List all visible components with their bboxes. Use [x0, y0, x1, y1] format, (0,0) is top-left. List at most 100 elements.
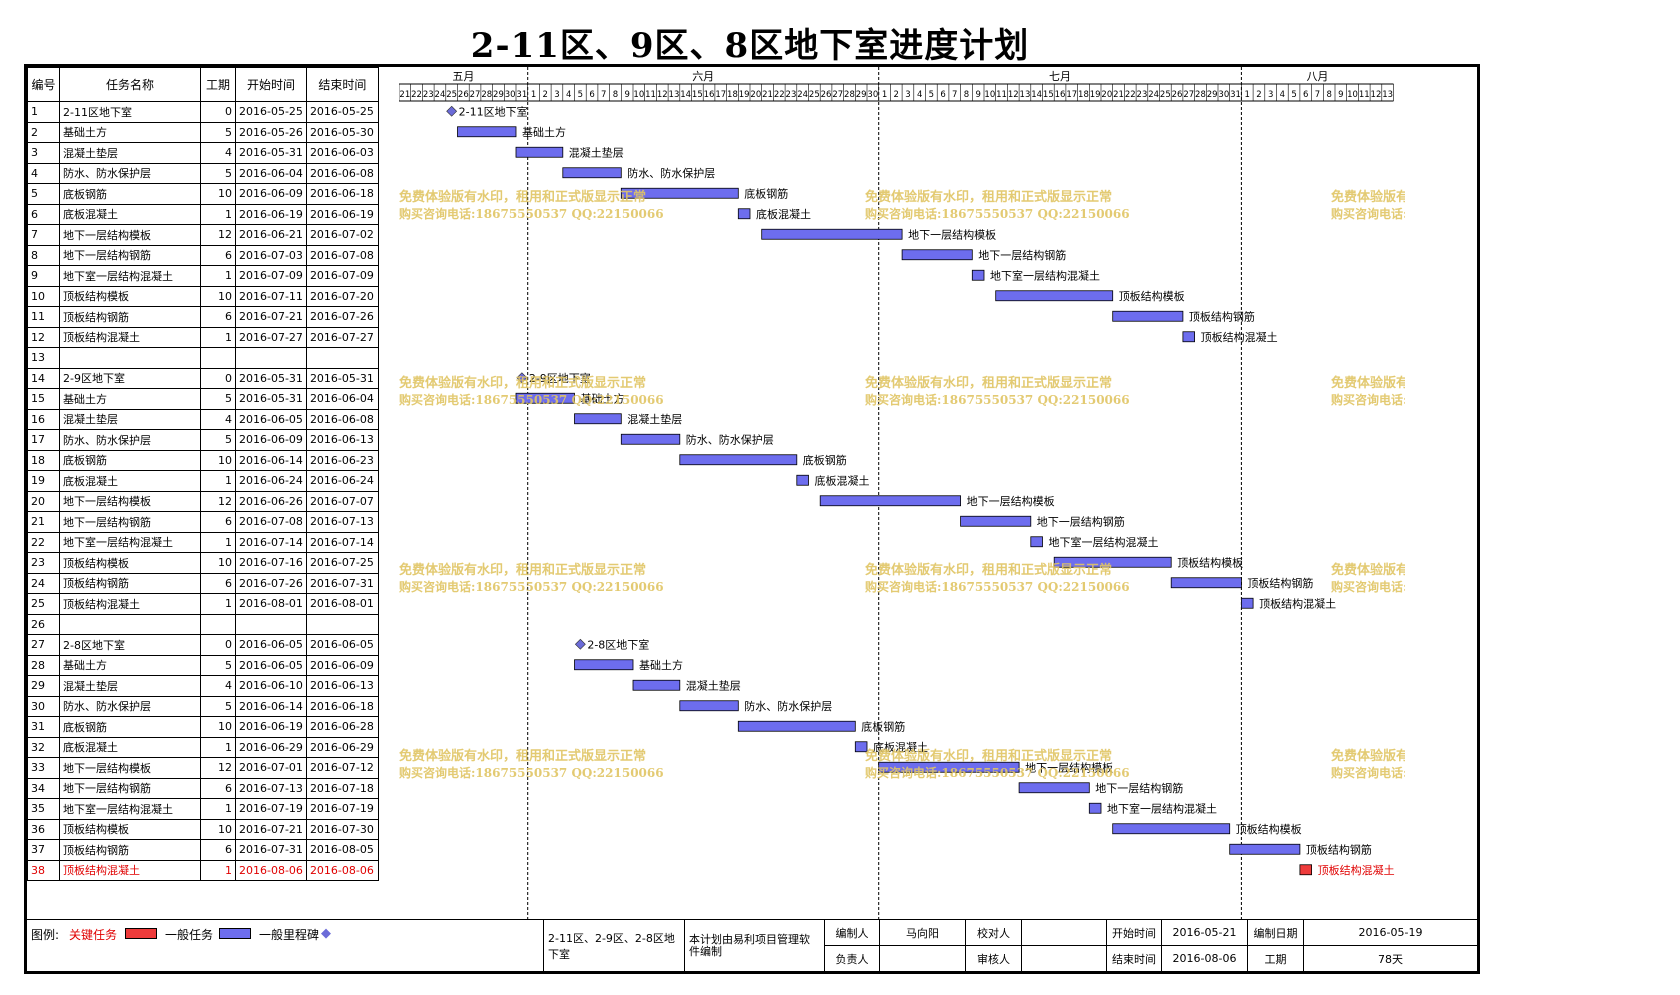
- task-duration-cell: 5: [200, 162, 236, 184]
- task-end-cell: 2016-07-08: [305, 244, 379, 266]
- task-id-cell: 14: [27, 367, 60, 389]
- day-label: 12: [1371, 90, 1382, 100]
- task-id-cell: 27: [27, 634, 60, 656]
- task-duration-cell: 6: [200, 572, 236, 594]
- task-end-cell: 2016-06-28: [305, 716, 379, 738]
- task-bar: [1053, 556, 1172, 568]
- task-end-cell: 2016-06-24: [305, 470, 379, 492]
- watermark-line1: 免费体验版有水印，租用和正式版显示正常: [399, 375, 646, 391]
- task-bar: [574, 659, 634, 671]
- day-label: 29: [493, 90, 504, 100]
- task-duration-cell: 0: [200, 101, 236, 123]
- task-end-cell: 2016-07-26: [305, 306, 379, 328]
- table-row[interactable]: 13: [27, 347, 379, 369]
- task-start-cell: 2016-06-04: [235, 162, 307, 184]
- col-id-header: 编号: [27, 67, 60, 102]
- task-end-cell: 2016-07-19: [305, 798, 379, 820]
- task-id-cell: 20: [27, 490, 60, 512]
- task-end-cell: 2016-07-07: [305, 490, 379, 512]
- task-id-cell: 5: [27, 183, 60, 205]
- day-label: 7: [601, 90, 606, 100]
- task-name-cell: 防水、防水保护层: [59, 429, 201, 451]
- task-bar-label: 混凝土垫层: [686, 678, 741, 692]
- day-label: 11: [1359, 90, 1370, 100]
- task-name-cell: 底板钢筋: [59, 449, 201, 471]
- task-start-cell: 2016-07-21: [235, 818, 307, 840]
- legend-normal-swatch: [219, 928, 251, 939]
- task-id-cell: 31: [27, 716, 60, 738]
- task-start-cell: 2016-07-21: [235, 306, 307, 328]
- legend-label: 图例:: [31, 928, 60, 942]
- month-label: 五月: [452, 70, 474, 83]
- day-label: 19: [739, 90, 750, 100]
- task-name-cell: 底板混凝土: [59, 470, 201, 492]
- day-label: 25: [446, 90, 457, 100]
- task-start-cell: 2016-07-14: [235, 531, 307, 553]
- footer-start-label: 开始时间: [1106, 920, 1161, 945]
- watermark-line1: 免费体验版有水印，租用和正式版显示正常: [1331, 375, 1405, 391]
- task-bar-label: 顶板结构模板: [1177, 555, 1243, 569]
- day-label: 12: [1008, 90, 1019, 100]
- day-label: 3: [905, 90, 910, 100]
- task-id-cell: 7: [27, 224, 60, 246]
- task-bar: [971, 269, 985, 281]
- task-start-cell: 2016-07-03: [235, 244, 307, 266]
- day-label: 9: [624, 90, 629, 100]
- task-name-cell: [59, 613, 201, 635]
- task-id-cell: 24: [27, 572, 60, 594]
- day-label: 27: [832, 90, 843, 100]
- day-label: 13: [1020, 90, 1031, 100]
- task-name-cell: 防水、防水保护层: [59, 162, 201, 184]
- task-start-cell: 2016-06-21: [235, 224, 307, 246]
- task-duration-cell: 1: [200, 326, 236, 348]
- day-label: 18: [727, 90, 738, 100]
- watermark-line1: 免费体验版有水印，租用和正式版显示正常: [865, 748, 1112, 764]
- task-duration-cell: 1: [200, 736, 236, 758]
- task-name-cell: 2-8区地下室: [59, 634, 201, 656]
- task-start-cell: [235, 613, 307, 635]
- task-start-cell: 2016-06-14: [235, 449, 307, 471]
- footer-reviewer-label: 审核人: [965, 945, 1021, 971]
- task-bar: [737, 720, 856, 732]
- task-duration-cell: 6: [200, 511, 236, 533]
- task-bar-label: 底板钢筋: [803, 453, 847, 467]
- day-label: 24: [435, 90, 446, 100]
- table-row[interactable]: 26: [27, 613, 379, 635]
